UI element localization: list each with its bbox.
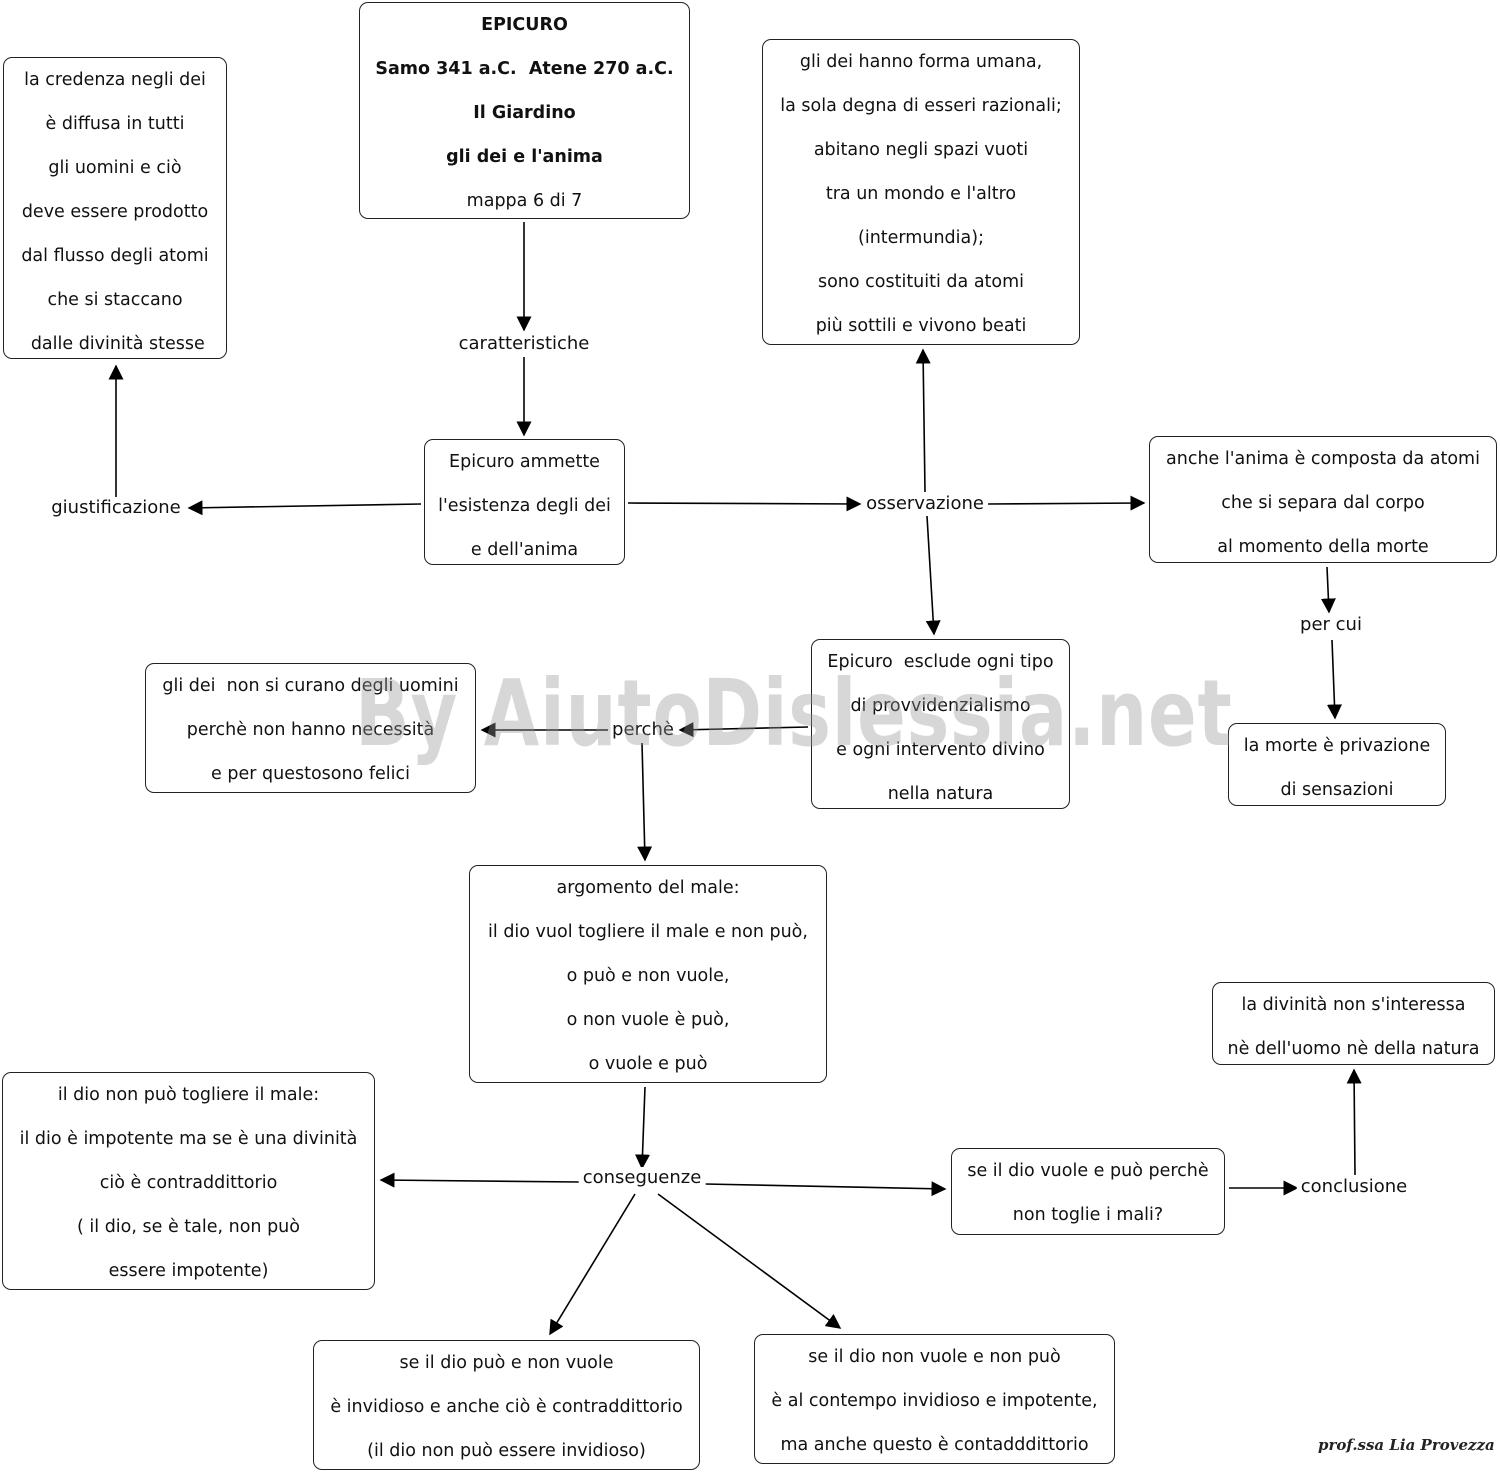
node-text-line: se il dio può e non vuole bbox=[399, 1353, 614, 1373]
node-text-line: tra un mondo e l'altro bbox=[825, 184, 1017, 204]
node-text-line: se il dio vuole e può perchè bbox=[967, 1161, 1209, 1181]
node-text-line: e dell'anima bbox=[470, 540, 579, 560]
node-text-line: è invidioso e anche ciò è contraddittori… bbox=[330, 1397, 683, 1417]
node-text-line: la divinità non s'interessa bbox=[1241, 995, 1466, 1015]
node-text-line: abitano negli spazi vuoti bbox=[813, 140, 1029, 160]
link-label-per-cui: per cui bbox=[1296, 614, 1366, 636]
node-text-line: ma anche questo è contadddittorio bbox=[780, 1435, 1089, 1455]
node-text-line: se il dio non vuole e non può bbox=[808, 1347, 1061, 1367]
node-text-line: o può e non vuole, bbox=[566, 966, 730, 986]
node-text-line: o non vuole è può, bbox=[566, 1010, 730, 1030]
node-text-line: mappa 6 di 7 bbox=[466, 191, 583, 211]
node-text-line: perchè non hanno necessità bbox=[186, 720, 435, 740]
node-text-line: il dio non può togliere il male: bbox=[57, 1085, 320, 1105]
node-text-line: che si staccano bbox=[47, 290, 183, 310]
node-text-line: ( il dio, se è tale, non può bbox=[77, 1217, 300, 1237]
author-signature: prof.ssa Lia Provezza bbox=[1318, 1436, 1495, 1454]
node-text-line: (intermundia); bbox=[858, 228, 984, 248]
link-label-caratteristiche: caratteristiche bbox=[454, 333, 594, 355]
node-text-line: EPICURO bbox=[481, 15, 568, 35]
node-text-line: deve essere prodotto bbox=[21, 202, 209, 222]
node-text-line: essere impotente) bbox=[108, 1261, 269, 1281]
node-text-line: anche l'anima è composta da atomi bbox=[1166, 449, 1480, 469]
node-dei-forma-umana: gli dei hanno forma umana, la sola degna … bbox=[762, 39, 1080, 345]
node-text-line: gli dei e l'anima bbox=[446, 147, 603, 167]
node-text-line: e ogni intervento divino bbox=[836, 740, 1045, 760]
link-label-perche: perchè bbox=[608, 719, 678, 741]
node-text-line: nella natura bbox=[887, 784, 994, 804]
node-text-line: è al contempo invidioso e impotente, bbox=[771, 1391, 1098, 1411]
node-text-line: Samo 341 a.C. Atene 270 a.C. bbox=[375, 59, 674, 79]
node-text-line: (il dio non può essere invidioso) bbox=[367, 1441, 646, 1461]
node-text-line: la credenza negli dei bbox=[24, 70, 206, 90]
node-text-line: al momento della morte bbox=[1217, 537, 1429, 557]
node-text-line: di sensazioni bbox=[1280, 780, 1394, 800]
node-text-line: il dio vuol togliere il male e non può, bbox=[488, 922, 808, 942]
link-label-conclusione: conclusione bbox=[1296, 1176, 1412, 1198]
node-text-line: Il Giardino bbox=[473, 103, 576, 123]
link-label-osservazione: osservazione bbox=[862, 493, 988, 515]
node-argomento-male: argomento del male: il dio vuol togliere … bbox=[469, 865, 827, 1083]
node-text-line: sono costituiti da atomi bbox=[817, 272, 1025, 292]
node-text-line: argomento del male: bbox=[556, 878, 740, 898]
node-epicuro-esclude: Epicuro esclude ogni tipo di provvidenzia… bbox=[811, 639, 1070, 809]
link-label-conseguenze: conseguenze bbox=[578, 1167, 706, 1189]
node-text-line: non toglie i mali? bbox=[1012, 1205, 1164, 1225]
node-text-line: o vuole e può bbox=[588, 1054, 708, 1074]
node-text-line: gli dei hanno forma umana, bbox=[799, 52, 1043, 72]
node-text-line: gli uomini e ciò bbox=[48, 158, 182, 178]
node-morte-privazione: la morte è privazione di sensazioni bbox=[1228, 723, 1446, 806]
node-text-line: nè dell'uomo nè della natura bbox=[1227, 1039, 1480, 1059]
node-text-line: dalle divinità stesse bbox=[25, 334, 205, 354]
node-divinita-non-interessa: la divinità non s'interessa nè dell'uomo … bbox=[1212, 982, 1495, 1065]
node-vuole-puo: se il dio vuole e può perchè non toglie i… bbox=[951, 1148, 1225, 1235]
link-label-giustificazione: giustificazione bbox=[47, 497, 185, 519]
node-text-line: dal flusso degli atomi bbox=[21, 246, 209, 266]
node-text-line: più sottili e vivono beati bbox=[815, 316, 1027, 336]
node-text-line: Epicuro ammette bbox=[449, 452, 600, 472]
node-text-line: il dio è impotente ma se è una divinità bbox=[19, 1129, 358, 1149]
node-credenza-dei: la credenza negli dei è diffusa in tutti g… bbox=[3, 57, 227, 359]
node-text-line: la morte è privazione bbox=[1243, 736, 1431, 756]
node-text-line: gli dei non si curano degli uomini bbox=[162, 676, 459, 696]
node-dio-non-vuole: se il dio non vuole e non può è al contem… bbox=[754, 1334, 1115, 1464]
node-epicuro-title: EPICURO Samo 341 a.C. Atene 270 a.C. Il Gi… bbox=[359, 2, 690, 219]
node-text-line: e per questosono felici bbox=[211, 764, 410, 784]
node-text-line: Epicuro esclude ogni tipo bbox=[827, 652, 1054, 672]
node-text-line: di provvidenzialismo bbox=[850, 696, 1031, 716]
node-epicuro-ammette: Epicuro ammette l'esistenza degli dei e de… bbox=[424, 439, 625, 565]
node-text-line: l'esistenza degli dei bbox=[438, 496, 611, 516]
node-text-line: ciò è contraddittorio bbox=[99, 1173, 278, 1193]
node-text-line: è diffusa in tutti bbox=[45, 114, 185, 134]
node-text-line: la sola degna di esseri razionali; bbox=[780, 96, 1062, 116]
node-anima-atomi: anche l'anima è composta da atomi che si … bbox=[1149, 436, 1497, 563]
node-text-line: che si separa dal corpo bbox=[1221, 493, 1425, 513]
node-dio-invidioso: se il dio può e non vuole è invidioso e a… bbox=[313, 1340, 700, 1470]
node-dei-non-curano: gli dei non si curano degli uomini perchè… bbox=[145, 663, 476, 793]
node-dio-impotente: il dio non può togliere il male: il dio è… bbox=[2, 1072, 375, 1290]
